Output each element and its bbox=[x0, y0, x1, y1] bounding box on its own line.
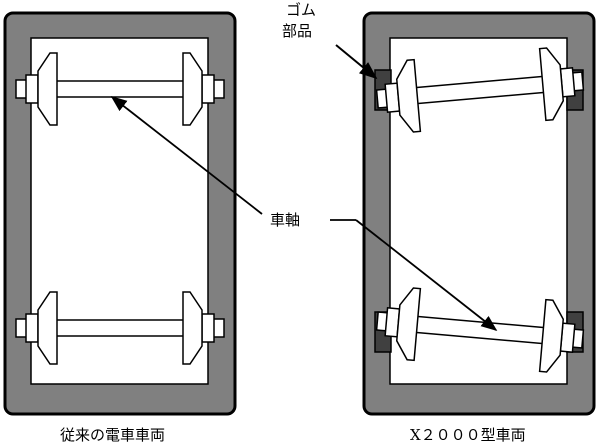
rear-wheelset bbox=[15, 291, 225, 365]
wheel-right bbox=[182, 52, 203, 126]
conventional-car-caption: 従来の電車車両 bbox=[60, 426, 165, 444]
x2000-car bbox=[362, 11, 596, 416]
front-wheelset bbox=[15, 52, 225, 126]
wheel-left bbox=[37, 52, 58, 126]
hub-left bbox=[25, 74, 39, 104]
hub-right bbox=[201, 313, 215, 343]
wheel-left bbox=[395, 287, 422, 362]
axle bbox=[35, 319, 207, 337]
rubber-parts-label-line2: 部品 bbox=[282, 22, 312, 40]
rear-wheelset bbox=[375, 287, 585, 373]
wheel-right bbox=[538, 298, 565, 373]
wheel-left bbox=[395, 58, 422, 133]
x2000-car-caption: X２０００型車両 bbox=[410, 426, 526, 444]
hub-left bbox=[25, 313, 39, 343]
axle-leader-right bbox=[355, 219, 498, 332]
rubber-parts-leader bbox=[335, 44, 378, 80]
wheel-right bbox=[538, 47, 565, 122]
axle-label: 車軸 bbox=[270, 211, 300, 229]
conventional-car bbox=[3, 11, 237, 416]
front-wheelset bbox=[375, 47, 585, 133]
axle bbox=[35, 80, 207, 98]
wheel-right bbox=[182, 291, 203, 365]
rubber-parts-label-line1: ゴム bbox=[286, 1, 316, 19]
hub-right bbox=[201, 74, 215, 104]
wheel-left bbox=[37, 291, 58, 365]
axle-leader-left bbox=[110, 96, 263, 215]
